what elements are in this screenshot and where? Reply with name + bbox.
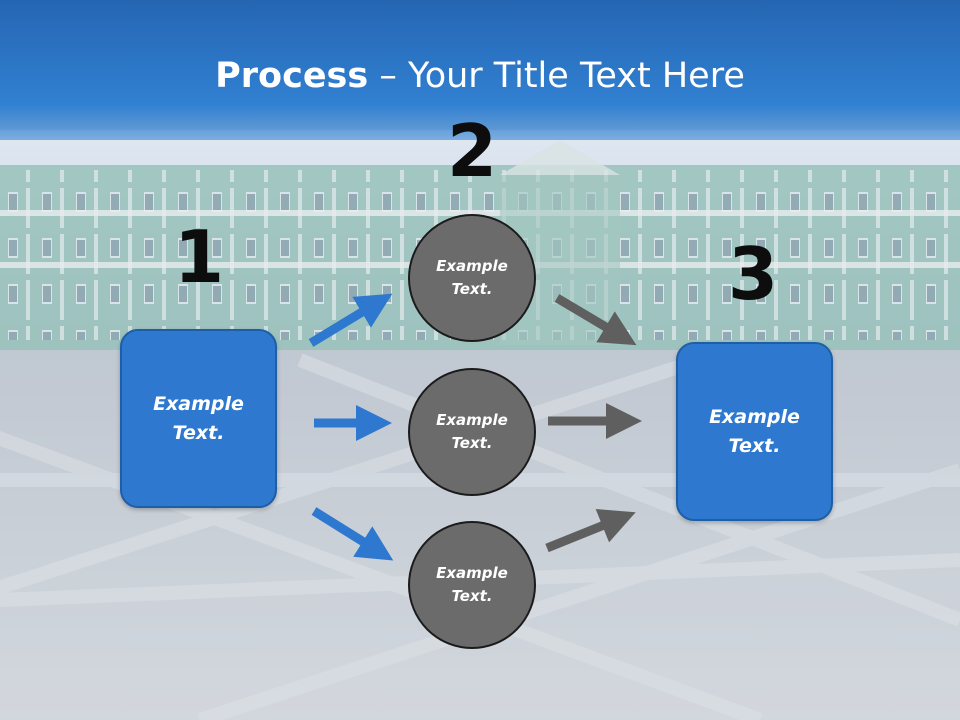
step-3-text: Example Text. bbox=[709, 405, 800, 457]
step-3-box[interactable]: Example Text. bbox=[676, 342, 833, 521]
circle-top-text: Example Text. bbox=[436, 257, 508, 298]
step-number-2: 2 bbox=[446, 109, 498, 193]
arrow-top-to-3 bbox=[554, 294, 637, 346]
title-bold: Process bbox=[215, 56, 369, 96]
circle-top[interactable]: Example Text. bbox=[408, 214, 536, 342]
step-1-box[interactable]: Example Text. bbox=[120, 329, 277, 508]
circle-bottom-text: Example Text. bbox=[436, 564, 508, 605]
arrow-1-to-top bbox=[308, 293, 393, 347]
circle-bottom[interactable]: Example Text. bbox=[408, 521, 536, 649]
arrow-bottom-to-3 bbox=[545, 509, 636, 553]
step-1-text: Example Text. bbox=[153, 392, 244, 444]
step-number-1: 1 bbox=[173, 215, 225, 299]
title-rest: – Your Title Text Here bbox=[368, 56, 745, 96]
arrow-1-to-bottom bbox=[311, 507, 394, 561]
circle-middle-text: Example Text. bbox=[436, 411, 508, 452]
circle-middle[interactable]: Example Text. bbox=[408, 368, 536, 496]
page-title: Process – Your Title Text Here bbox=[0, 54, 960, 98]
step-number-3: 3 bbox=[727, 232, 779, 316]
